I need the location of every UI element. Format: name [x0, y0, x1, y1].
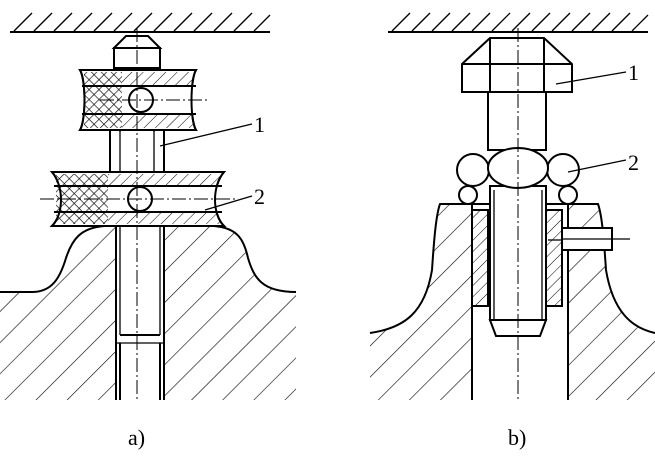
caption-a: a) [128, 425, 145, 450]
callout-2-b: 2 [628, 150, 639, 175]
ceiling-a [10, 12, 271, 33]
callout-1-a: 1 [254, 112, 265, 137]
panel-b: 1 2 b) [369, 12, 655, 450]
threaded-bore-a [115, 226, 165, 400]
callout-1-b: 1 [628, 60, 639, 85]
screw-b [487, 91, 548, 337]
leader-2-a [204, 195, 253, 211]
side-set-screw-b [548, 227, 630, 251]
leader-1-a [159, 123, 253, 147]
callout-2-a: 2 [254, 184, 265, 209]
panel-a: 1 2 a) [0, 12, 297, 450]
caption-b: b) [508, 425, 526, 450]
leader-1-b [555, 71, 627, 85]
hex-head-b [461, 37, 573, 93]
leader-2-b [567, 159, 627, 173]
